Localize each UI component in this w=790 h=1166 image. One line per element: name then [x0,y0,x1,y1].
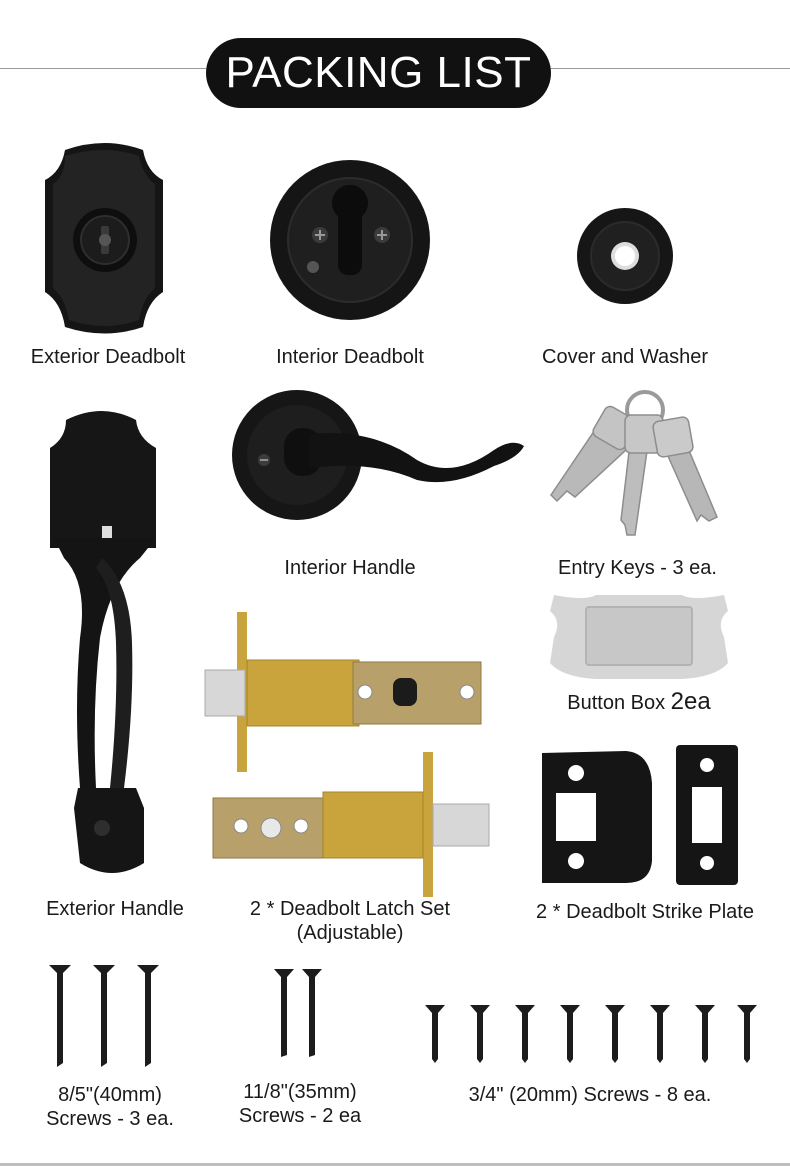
button-box-icon [550,595,728,679]
header-rule-right [551,68,790,69]
footer-rule [0,1163,790,1166]
caption-medium-screws-line1: 11/8"(35mm) [243,1081,357,1103]
header-rule-left [0,68,206,69]
exterior-handle-icon [50,411,156,873]
short-screw-icon [425,1005,757,1063]
caption-latch-set-line1: 2 * Deadbolt Latch Set [249,898,451,920]
caption-latch-set: 2 * Deadbolt Latch Set (Adjustable) [225,897,475,945]
caption-button-box-qty: 2ea [670,688,711,715]
caption-button-box: Button Box 2ea [546,690,732,715]
strike-plate-icon [542,745,738,885]
caption-long-screws: 8/5"(40mm) Screws - 3 ea. [25,1083,195,1131]
caption-entry-keys: Entry Keys - 3 ea. [558,557,717,579]
interior-handle-icon [232,390,524,520]
medium-screw-icon [274,969,322,1057]
page-title: PACKING LIST [206,38,551,108]
caption-interior-handle: Interior Handle [284,557,416,579]
caption-interior-deadbolt: Interior Deadbolt [276,346,424,368]
caption-short-screws: 3/4" (20mm) Screws - 8 ea. [468,1084,712,1106]
caption-exterior-handle: Exterior Handle [46,898,184,920]
caption-strike-plate: 2 * Deadbolt Strike Plate [536,901,754,923]
caption-cover-washer: Cover and Washer [542,346,708,368]
exterior-deadbolt-icon [45,143,163,334]
caption-long-screws-line2: Screws - 3 ea. [46,1108,174,1130]
long-screw-icon [49,965,159,1067]
caption-latch-set-line2: (Adjustable) [296,922,404,944]
caption-medium-screws-line2: Screws - 2 ea [238,1105,362,1127]
caption-long-screws-line1: 8/5"(40mm) [58,1084,162,1106]
caption-button-box-label: Button Box [567,692,671,714]
entry-keys-icon [550,390,718,536]
latch-set-icon [204,612,490,897]
cover-washer-icon [577,208,673,304]
caption-exterior-deadbolt: Exterior Deadbolt [30,346,186,368]
caption-medium-screws: 11/8"(35mm) Screws - 2 ea [210,1080,390,1128]
interior-deadbolt-icon [270,160,430,320]
